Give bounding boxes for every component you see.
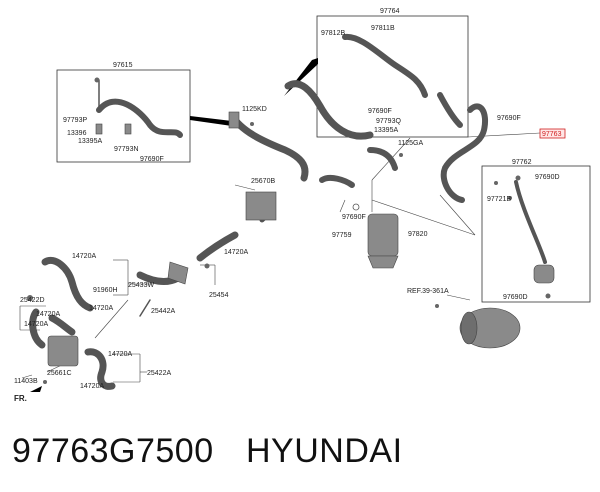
label-97764: 97764 — [380, 8, 400, 15]
label-25442A: 25442A — [151, 308, 175, 315]
label-97721B: 97721B — [487, 196, 511, 203]
label-14720A: 14720A — [80, 383, 104, 390]
label-1125KD: 1125KD — [242, 106, 267, 113]
brand-caption: HYUNDAI — [246, 432, 403, 470]
label-97690F: 97690F — [342, 214, 366, 221]
part-number-caption: 97763G7500 — [12, 432, 214, 470]
label-97690F: 97690F — [368, 108, 392, 115]
label-14720A: 14720A — [36, 311, 60, 318]
label-97793N: 97793N — [114, 146, 139, 153]
label-25670B: 25670B — [251, 178, 275, 185]
label-25661C: 25661C — [47, 370, 72, 377]
label-14720A: 14720A — [72, 253, 96, 260]
label-97793Q: 97793Q — [376, 118, 401, 125]
box-97762 — [481, 165, 591, 303]
label-97690F: 97690F — [497, 115, 521, 122]
label-ref-39-361a: REF.39-361A — [407, 288, 449, 295]
callout-wedge-97615 — [190, 116, 232, 126]
label-14720A: 14720A — [108, 351, 132, 358]
label-14720A: 14720A — [24, 321, 48, 328]
receiver-drier — [367, 213, 399, 257]
label-14720A: 14720A — [224, 249, 248, 256]
water-pump — [47, 335, 79, 367]
label-97793P: 97793P — [63, 117, 87, 124]
oil-cooler — [245, 191, 277, 221]
label-13395A: 13395A — [374, 127, 398, 134]
box-97764 — [316, 15, 469, 138]
front-arrow-icon — [30, 386, 42, 392]
label-25422A: 25422A — [147, 370, 171, 377]
label-97812B: 97812B — [321, 30, 345, 37]
label-97615: 97615 — [113, 62, 133, 69]
label-13396: 13396 — [67, 130, 87, 137]
label-14720A: 14720A — [89, 305, 113, 312]
parts-diagram: 97764 97812B 97811B 97690F 97793Q 13395A… — [14, 8, 591, 403]
label-97759: 97759 — [332, 232, 352, 239]
label-1125GA: 1125GA — [398, 140, 423, 147]
label-97690D: 97690D — [535, 174, 560, 181]
label-97690D: 97690D — [503, 294, 528, 301]
label-25422D: 25422D — [20, 297, 45, 304]
label-97820: 97820 — [408, 231, 428, 238]
label-97690F: 97690F — [140, 156, 164, 163]
label-97811B: 97811B — [371, 25, 395, 32]
label-11403B: 11403B — [14, 378, 38, 385]
label-97762: 97762 — [512, 159, 532, 166]
label-front-marker: FR. — [14, 394, 27, 403]
label-91960H: 91960H — [93, 287, 118, 294]
label-25433W: 25433W — [128, 282, 154, 289]
label-25454: 25454 — [209, 292, 229, 299]
highlight-box-97763 — [539, 128, 566, 139]
label-13395A: 13395A — [78, 138, 102, 145]
label-97763: 97763 — [542, 131, 562, 138]
